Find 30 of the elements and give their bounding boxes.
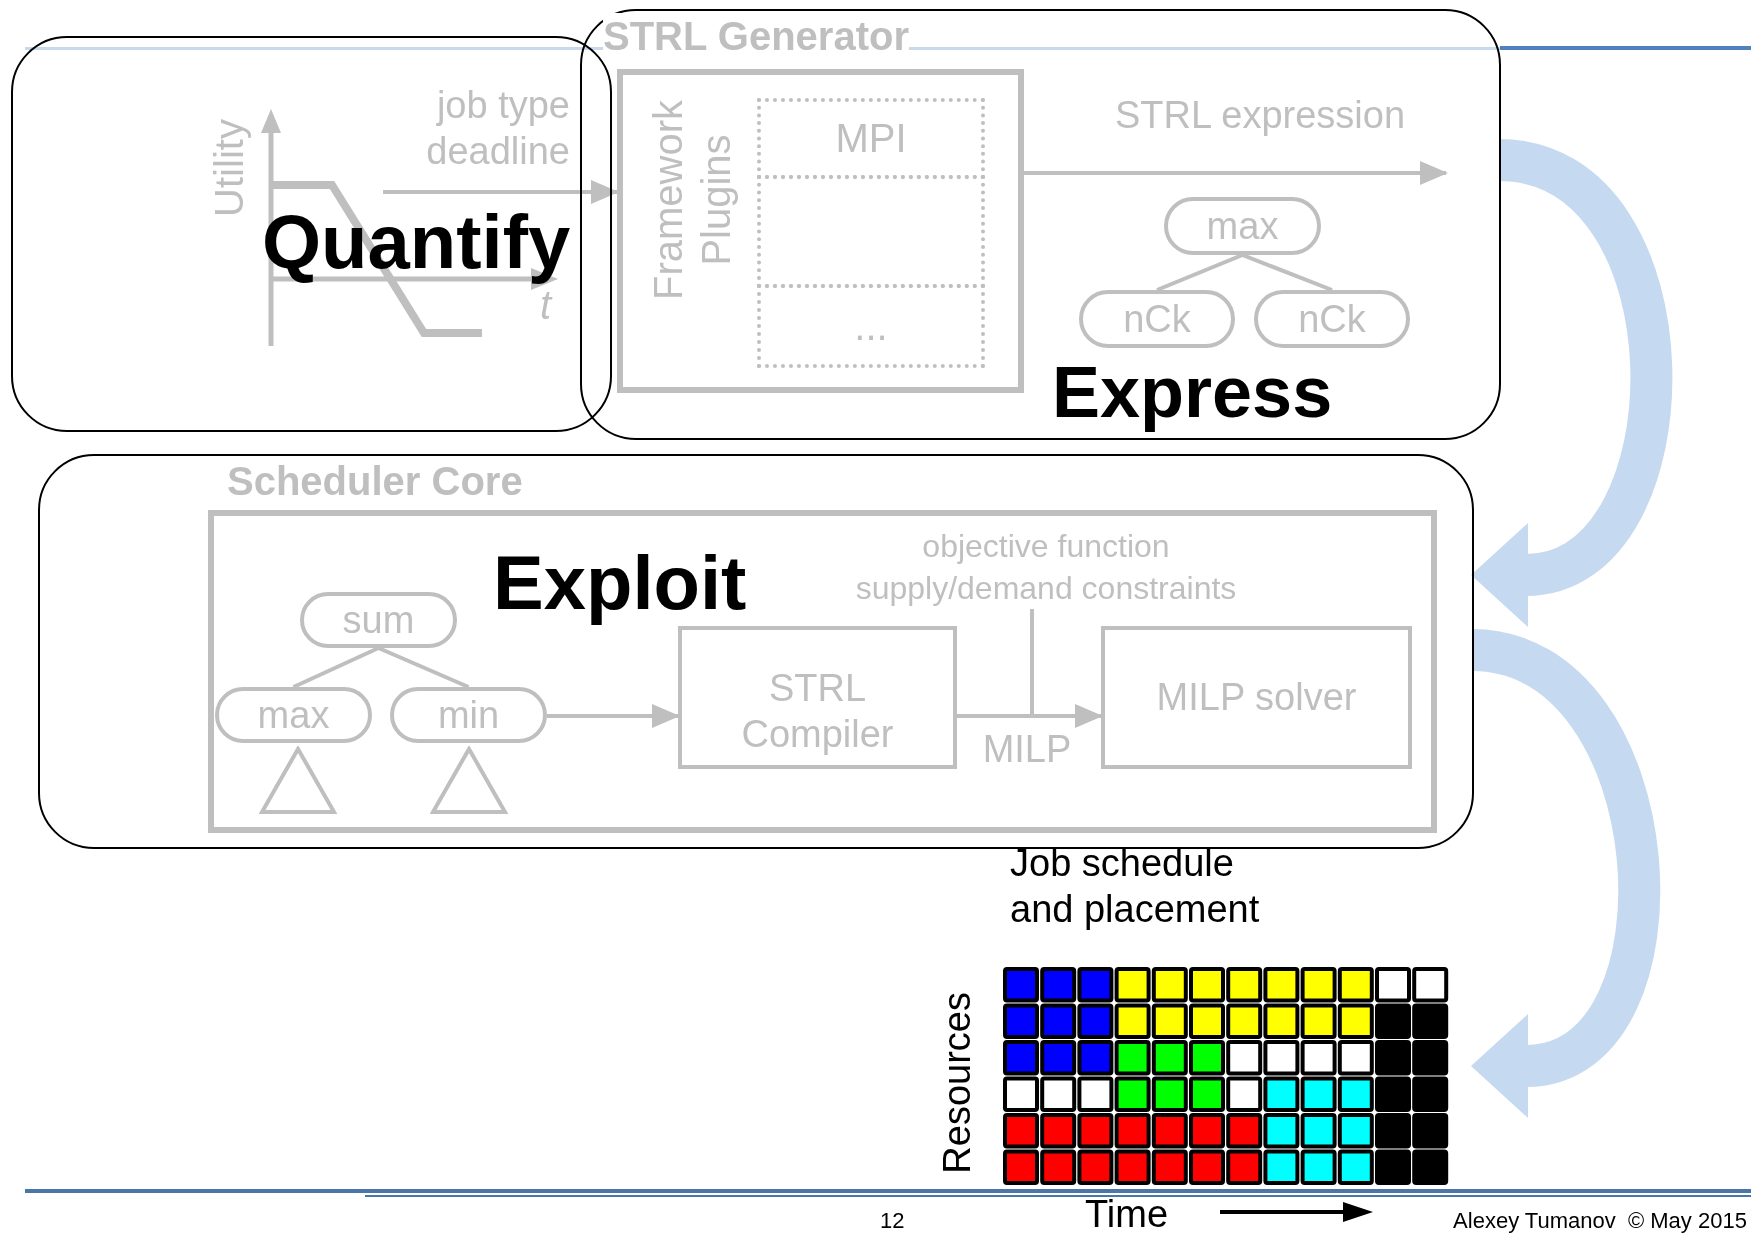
axis-label: Resources [936, 991, 980, 1176]
rotated-label: Framework Plugins [645, 99, 739, 302]
plugin-slot: ... [757, 284, 985, 368]
axis-label: Time [1085, 1193, 1169, 1234]
process-box: MILP solver [1101, 626, 1412, 769]
edge-label: MILP [981, 727, 1073, 772]
connector-line [1030, 609, 1034, 716]
subtree-triangle [430, 746, 508, 815]
connector-line [1156, 253, 1244, 292]
component-frame [208, 510, 1437, 833]
page-number: 12 [880, 1208, 905, 1234]
rounded-frame [38, 454, 1474, 849]
annotation-text: objective function supply/demand constraints [826, 525, 1266, 609]
arrow [957, 704, 1103, 728]
arrow [547, 704, 680, 728]
edge-label: STRL expression [1113, 93, 1406, 138]
process-box: STRL Compiler [678, 626, 957, 769]
rounded-frame [580, 9, 1501, 440]
edge-label: job type deadline [425, 83, 570, 174]
connector-line [377, 646, 470, 689]
component-frame [617, 69, 1024, 393]
axis-label: Utility [206, 118, 252, 219]
arrow [383, 180, 619, 204]
connector-line [292, 646, 380, 689]
axis-label: t [540, 283, 552, 328]
connector-line [1241, 253, 1333, 292]
subtree-triangle [259, 746, 337, 815]
figure-heading: Job schedule and placement [1010, 841, 1261, 932]
arrow [1024, 161, 1448, 185]
footer-text: Alexey Tumanov © May 2015 [1452, 1208, 1748, 1234]
